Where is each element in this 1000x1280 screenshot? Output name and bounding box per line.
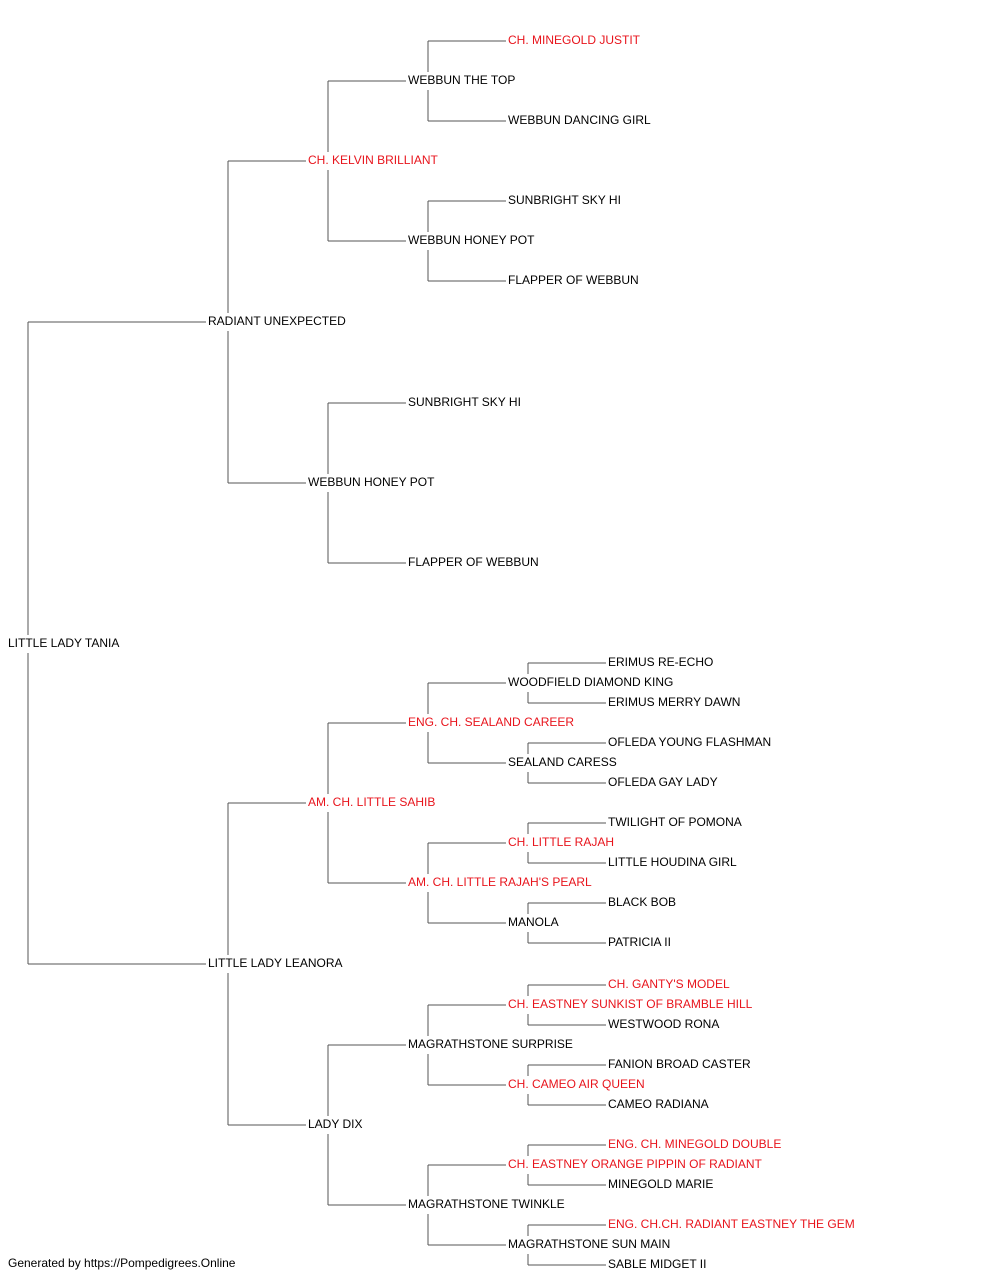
pedigree-name-ddd: MAGRATHSTONE TWINKLE xyxy=(408,1197,565,1211)
pedigree-name-ddsd: CH. CAMEO AIR QUEEN xyxy=(508,1077,645,1091)
pedigree-name-ddsds: FANION BROAD CASTER xyxy=(608,1057,751,1071)
pedigree-name-dsd: AM. CH. LITTLE RAJAH'S PEARL xyxy=(408,875,592,889)
pedigree-name-dssd: SEALAND CARESS xyxy=(508,755,617,769)
pedigree-name-ssss: CH. MINEGOLD JUSTIT xyxy=(508,33,641,47)
pedigree-name-ddsss: CH. GANTY'S MODEL xyxy=(608,977,730,991)
pedigree-name-sss: WEBBUN THE TOP xyxy=(408,73,515,87)
pedigree-name-labels: LITTLE LADY TANIA RADIANT UNEXPECTED CH. K… xyxy=(8,33,855,1271)
pedigree-name-ddddd: SABLE MIDGET II xyxy=(608,1257,706,1271)
pedigree-connector-lines xyxy=(27,40,606,1266)
pedigree-name-sds: SUNBRIGHT SKY HI xyxy=(408,395,521,409)
generated-by-footer: Generated by https://Pompedigrees.Online xyxy=(8,1256,236,1270)
pedigree-name-ds: AM. CH. LITTLE SAHIB xyxy=(308,795,435,809)
pedigree-name-ddds: CH. EASTNEY ORANGE PIPPIN OF RADIANT xyxy=(508,1157,762,1171)
pedigree-name-d: LITTLE LADY LEANORA xyxy=(208,956,343,970)
pedigree-name-ssdd: FLAPPER OF WEBBUN xyxy=(508,273,639,287)
pedigree-name-dsss: WOODFIELD DIAMOND KING xyxy=(508,675,673,689)
pedigree-name-s: RADIANT UNEXPECTED xyxy=(208,314,346,328)
pedigree-name-dsdsd: LITTLE HOUDINA GIRL xyxy=(608,855,737,869)
pedigree-name-ssd: WEBBUN HONEY POT xyxy=(408,233,535,247)
pedigree-name-dddss: ENG. CH. MINEGOLD DOUBLE xyxy=(608,1137,781,1151)
pedigree-name-dsdds: BLACK BOB xyxy=(608,895,676,909)
pedigree-name-dssss: ERIMUS RE-ECHO xyxy=(608,655,713,669)
pedigree-name-ssds: SUNBRIGHT SKY HI xyxy=(508,193,621,207)
pedigree-name-dssds: OFLEDA YOUNG FLASHMAN xyxy=(608,735,771,749)
pedigree-name-dog: LITTLE LADY TANIA xyxy=(8,636,119,650)
pedigree-name-dd: LADY DIX xyxy=(308,1117,362,1131)
pedigree-name-sdd: FLAPPER OF WEBBUN xyxy=(408,555,539,569)
pedigree-name-dddd: MAGRATHSTONE SUN MAIN xyxy=(508,1237,670,1251)
pedigree-name-sd: WEBBUN HONEY POT xyxy=(308,475,435,489)
pedigree-name-ddssd: WESTWOOD RONA xyxy=(608,1017,719,1031)
pedigree-name-dddds: ENG. CH.CH. RADIANT EASTNEY THE GEM xyxy=(608,1217,855,1231)
pedigree-name-dsdd: MANOLA xyxy=(508,915,559,929)
pedigree-name-sssd: WEBBUN DANCING GIRL xyxy=(508,113,651,127)
pedigree-name-ddss: CH. EASTNEY SUNKIST OF BRAMBLE HILL xyxy=(508,997,753,1011)
pedigree-name-dsddd: PATRICIA II xyxy=(608,935,671,949)
pedigree-name-dddsd: MINEGOLD MARIE xyxy=(608,1177,713,1191)
pedigree-name-dssdd: OFLEDA GAY LADY xyxy=(608,775,718,789)
pedigree-name-dsds: CH. LITTLE RAJAH xyxy=(508,835,614,849)
pedigree-name-dds: MAGRATHSTONE SURPRISE xyxy=(408,1037,573,1051)
pedigree-name-ss: CH. KELVIN BRILLIANT xyxy=(308,153,438,167)
pedigree-name-dsssd: ERIMUS MERRY DAWN xyxy=(608,695,740,709)
pedigree-name-ddsdd: CAMEO RADIANA xyxy=(608,1097,709,1111)
pedigree-name-dsdss: TWILIGHT OF POMONA xyxy=(608,815,742,829)
pedigree-name-dss: ENG. CH. SEALAND CAREER xyxy=(408,715,574,729)
